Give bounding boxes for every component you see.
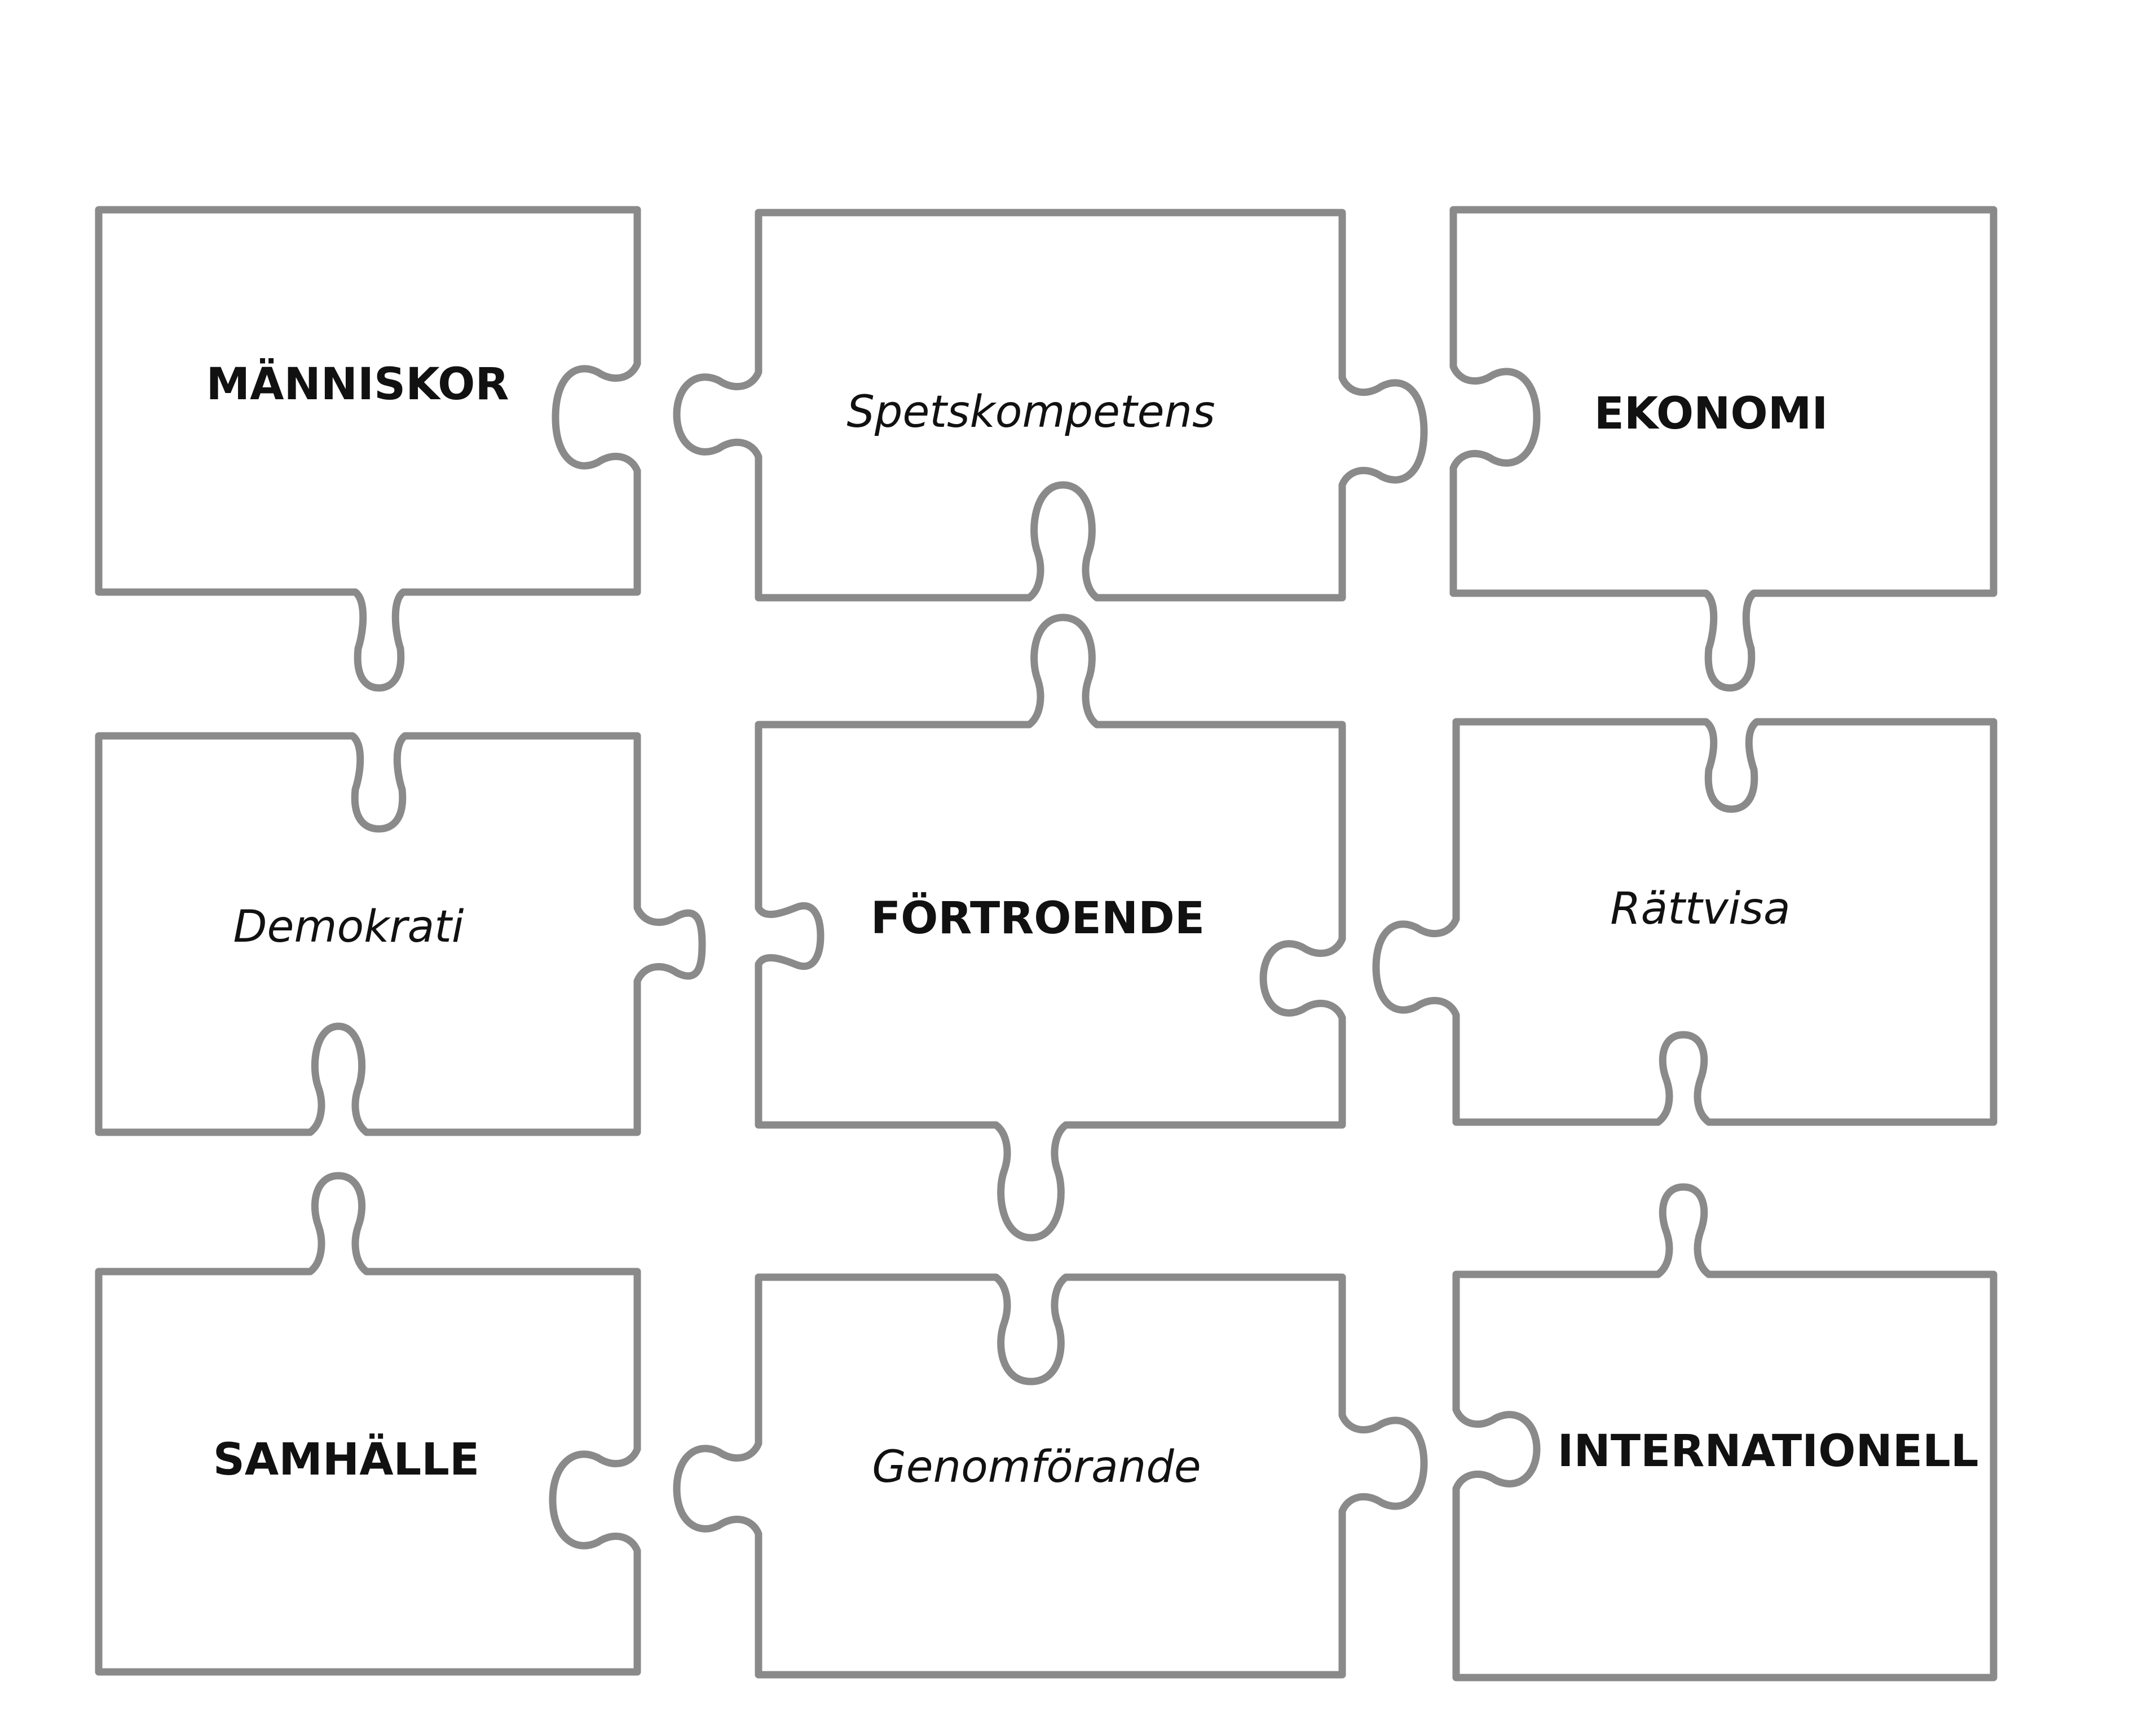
puzzle-label-manniskor: MÄNNISKOR <box>206 358 509 410</box>
puzzle-label-rattvisa: Rättvisa <box>1610 884 1790 934</box>
puzzle-piece-demokrati: Demokrati <box>95 732 706 1136</box>
puzzle-piece-internationell: INTERNATIONELL <box>1452 1183 1998 1682</box>
puzzle-label-ekonomi: EKONOMI <box>1594 389 1828 439</box>
puzzle-piece-genomforande: Genomförande <box>673 1273 1428 1679</box>
puzzle-piece-rattvisa: Rättvisa <box>1372 718 1998 1126</box>
puzzle-label-fortroende: FÖRTROENDE <box>871 892 1205 944</box>
puzzle-label-demokrati: Demokrati <box>233 902 464 952</box>
puzzle-label-genomforande: Genomförande <box>872 1442 1201 1493</box>
puzzle-piece-fortroende: FÖRTROENDE <box>755 614 1346 1242</box>
puzzle-label-spetskompetens: Spetskompetens <box>846 387 1215 438</box>
puzzle-piece-spetskompetens: Spetskompetens <box>673 209 1428 602</box>
puzzle-piece-manniskor: MÄNNISKOR <box>95 206 641 692</box>
puzzle-piece-ekonomi: EKONOMI <box>1449 206 1998 692</box>
puzzle-label-internationell: INTERNATIONELL <box>1558 1426 1979 1477</box>
puzzle-label-samhalle: SAMHÄLLE <box>213 1433 480 1485</box>
puzzle-piece-samhalle: SAMHÄLLE <box>95 1172 641 1676</box>
